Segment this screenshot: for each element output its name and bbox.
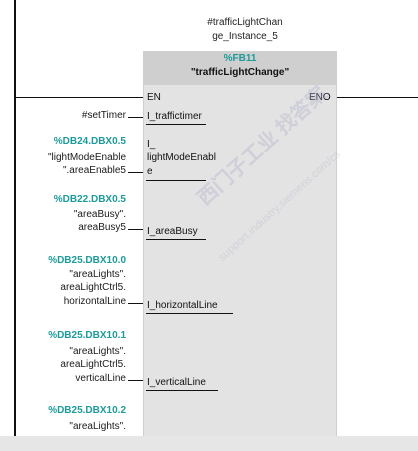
pin-underline (146, 239, 206, 240)
pin-underline (146, 390, 218, 391)
scroll-area-bottom (0, 436, 418, 451)
operand-symbol-line2[interactable]: areaLightCtrl5. (60, 282, 126, 293)
fb-number[interactable]: %FB11 (223, 53, 257, 64)
operand-settimer[interactable]: #setTimer (81, 110, 126, 121)
operand-wire (128, 229, 143, 230)
operand-address[interactable]: %DB22.DBX0.5 (53, 194, 126, 205)
pin-areabusy: I_areaBusy (147, 226, 198, 237)
operand-symbol-line3[interactable]: horizontalLine (63, 296, 126, 307)
operand-symbol-line3[interactable]: verticalLine (75, 373, 126, 384)
operand-address[interactable]: %DB24.DBX0.5 (53, 136, 126, 147)
instance-name-line1[interactable]: #trafficLightChan (207, 17, 283, 28)
pin-lightmodeenable-part3: e (147, 166, 153, 177)
power-rail (14, 0, 16, 436)
operand-symbol-line1[interactable]: "areaLights". (69, 421, 126, 432)
operand-symbol-line2[interactable]: areaBusy5 (78, 222, 126, 233)
operand-symbol-line1[interactable]: "areaLights". (69, 346, 126, 357)
pin-underline (146, 313, 233, 314)
pin-underline (146, 124, 206, 125)
operand-wire (128, 172, 143, 173)
pin-verticalline: I_verticalLine (147, 377, 206, 388)
operand-wire (128, 303, 143, 304)
operand-address[interactable]: %DB25.DBX10.1 (48, 330, 126, 341)
pin-en: EN (147, 92, 161, 103)
block-header[interactable]: %FB11 "trafficLightChange" (144, 51, 336, 85)
operand-symbol-line2[interactable]: ".areaEnable5 (62, 165, 126, 176)
pin-lightmodeenable-part1: I_ (147, 139, 156, 150)
operand-wire (128, 380, 143, 381)
operand-symbol-line1[interactable]: "areaLights". (69, 269, 126, 280)
instance-name-line2[interactable]: ge_Instance_5 (212, 31, 278, 42)
eno-wire (335, 97, 418, 98)
function-block[interactable]: %FB11 "trafficLightChange" (143, 51, 337, 436)
pin-lightmodeenable-part2: lightModeEnabl (147, 152, 216, 163)
en-wire (15, 97, 143, 98)
pin-eno: ENO (309, 92, 331, 103)
pin-traffictimer: I_traffictimer (147, 111, 202, 122)
operand-wire (128, 117, 143, 118)
operand-address[interactable]: %DB25.DBX10.0 (48, 255, 126, 266)
fb-name[interactable]: "trafficLightChange" (190, 67, 290, 78)
operand-symbol-line2[interactable]: areaLightCtrl5. (60, 359, 126, 370)
operand-symbol-line1[interactable]: "lightModeEnable (47, 152, 126, 163)
pin-horizontalline: I_horizontalLine (147, 300, 218, 311)
operand-address[interactable]: %DB25.DBX10.2 (48, 405, 126, 416)
pin-underline (146, 180, 206, 181)
operand-symbol-line1[interactable]: "areaBusy". (73, 209, 126, 220)
